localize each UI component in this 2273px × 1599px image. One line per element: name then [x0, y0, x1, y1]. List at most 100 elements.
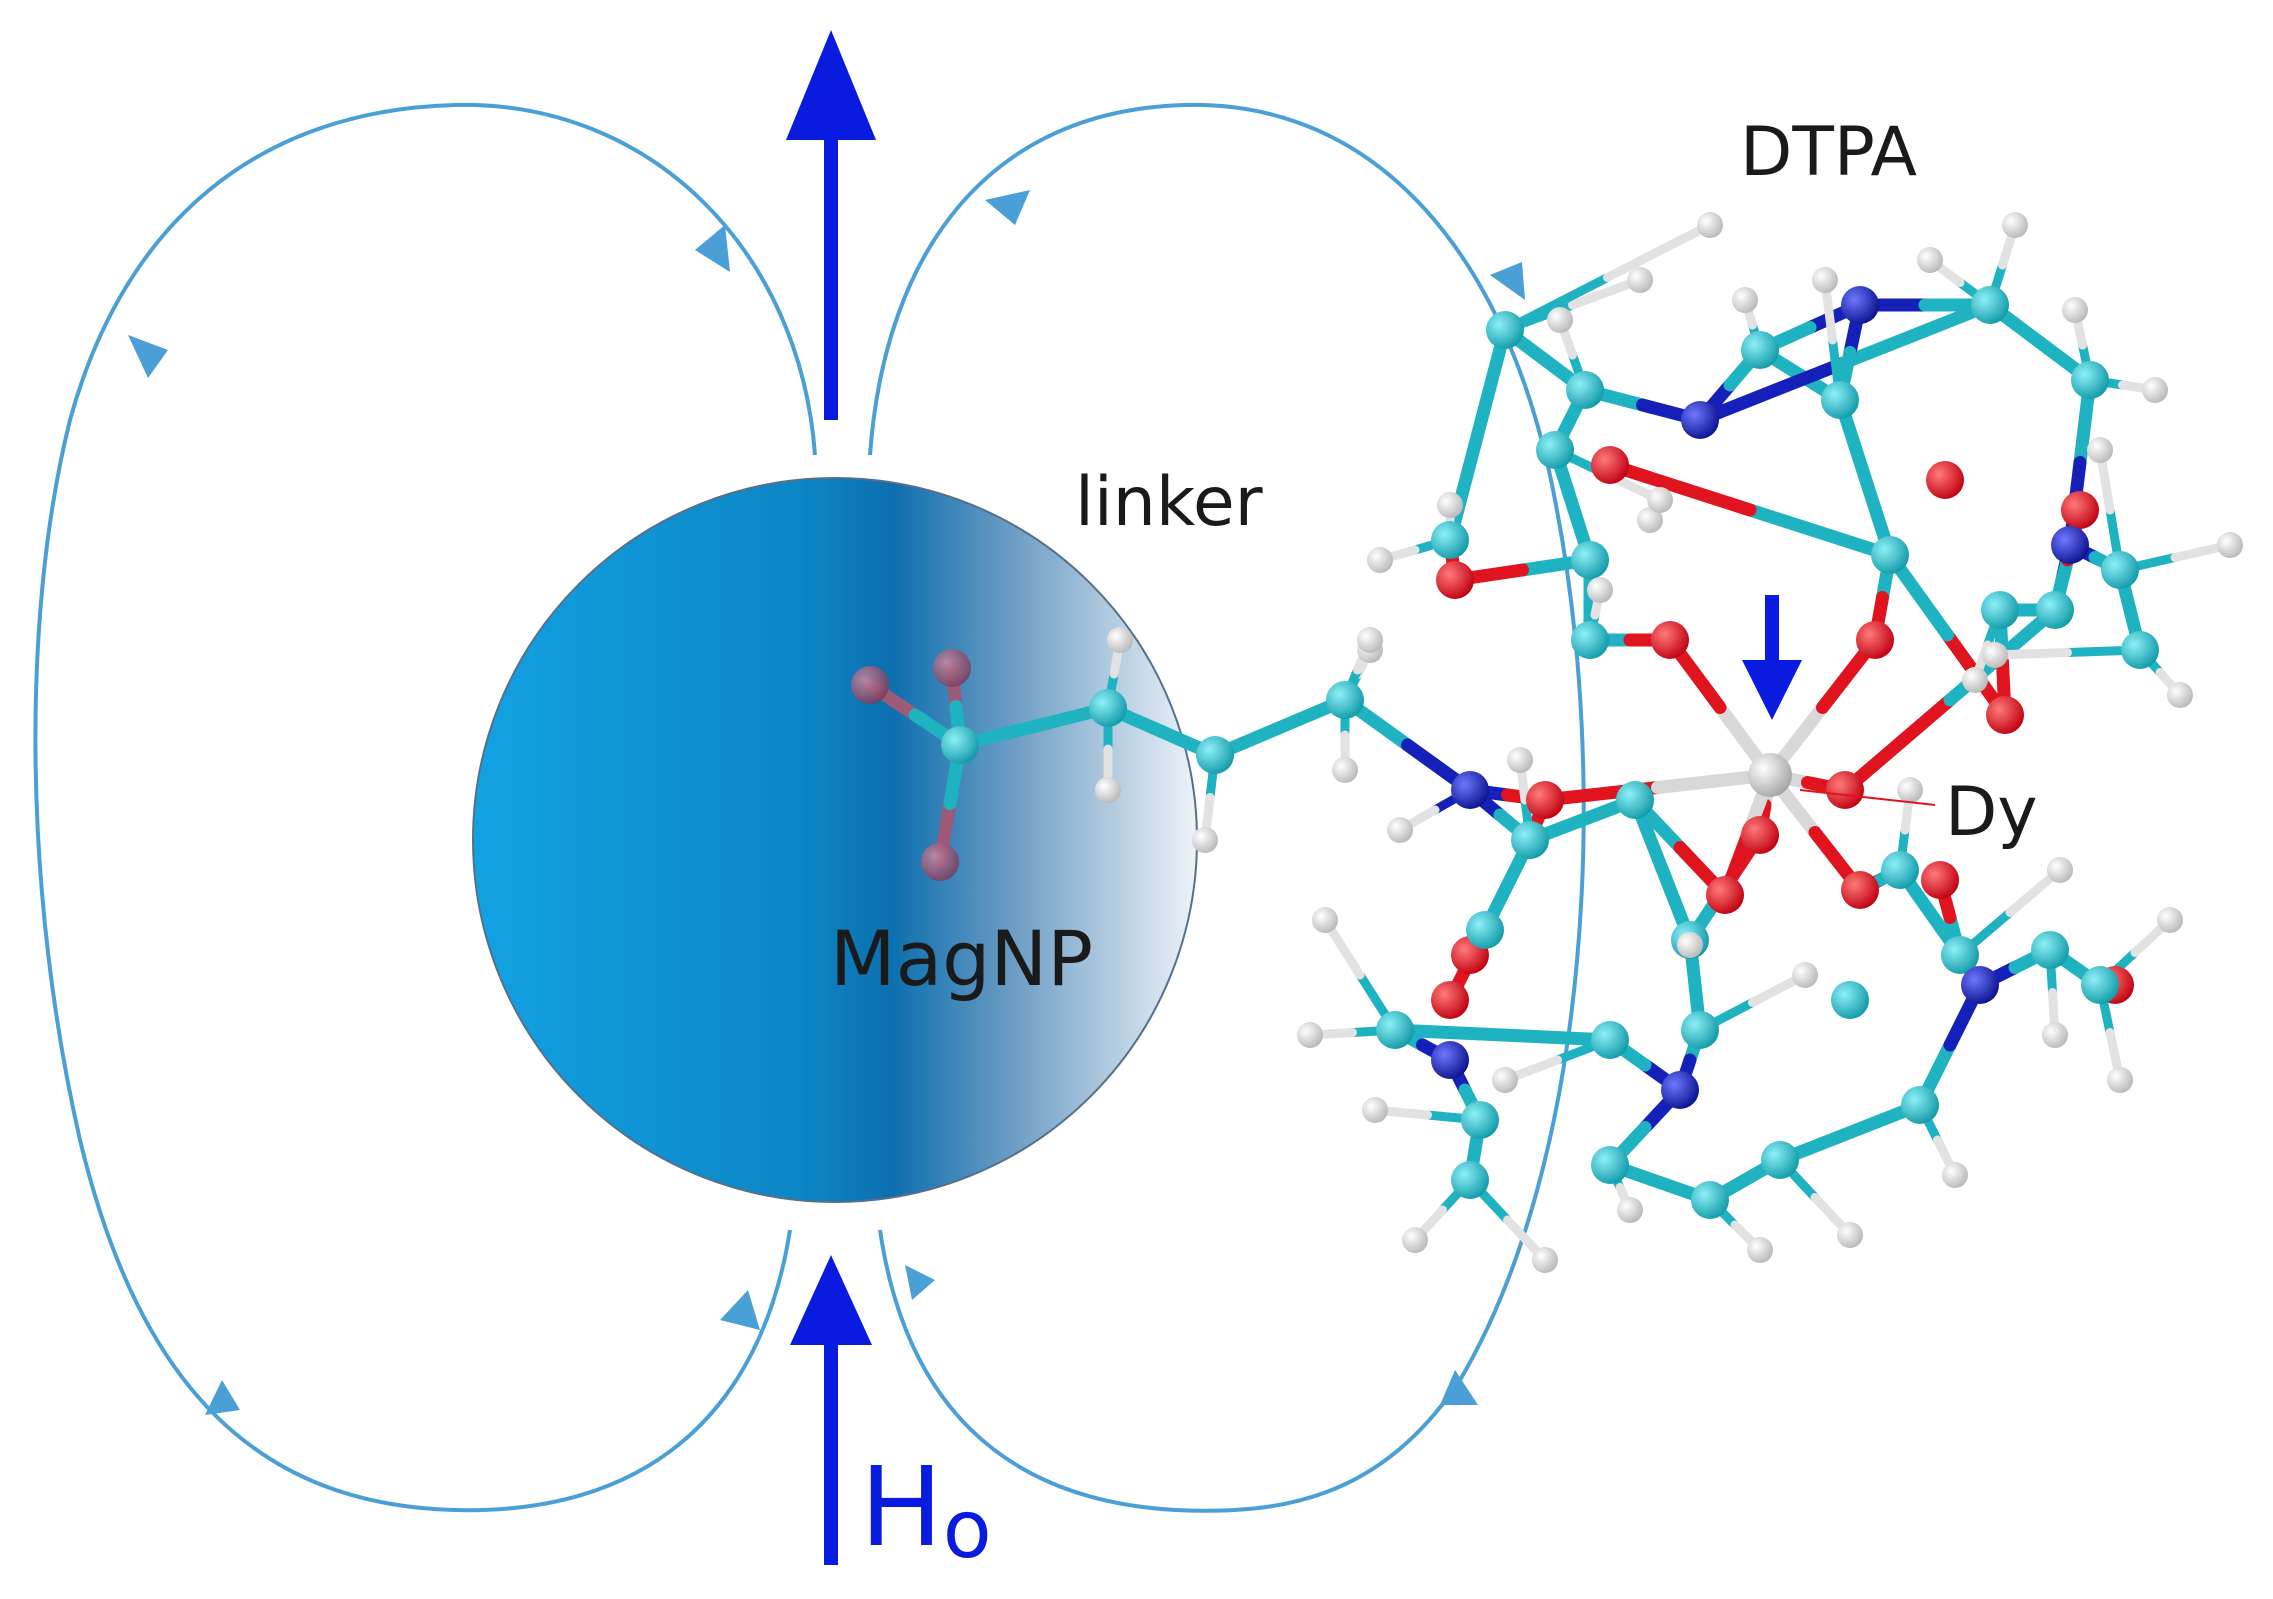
- hydrogen-atom: [2087, 437, 2113, 463]
- nitrogen-atom: [1841, 286, 1879, 324]
- hydrogen-atom: [2157, 907, 2183, 933]
- hydrogen-atom: [2217, 532, 2243, 558]
- bond: [1603, 458, 1757, 517]
- hydrogen-atom: [1367, 547, 1393, 573]
- carbon-atom: [1971, 286, 2009, 324]
- hydrogen-atom: [1637, 507, 1663, 533]
- oxygen-atom: [1431, 981, 1469, 1019]
- hydrogen-atom: [1917, 247, 1943, 273]
- hydrogen-atom: [2107, 1067, 2133, 1093]
- hydrogen-atom: [2042, 1022, 2068, 1048]
- field-arrowhead: [205, 1380, 240, 1415]
- dtpa-molecule: [851, 212, 2243, 1273]
- h0-label: Ho: [860, 1443, 992, 1576]
- carbon-atom: [2121, 631, 2159, 669]
- carbon-atom: [2036, 591, 2074, 629]
- carbon-atom: [1451, 1161, 1489, 1199]
- hydrogen-atom: [1897, 777, 1923, 803]
- hydrogen-atom: [2167, 682, 2193, 708]
- bond: [1743, 503, 1897, 562]
- hydrogen-atom: [1437, 492, 1463, 518]
- oxygen-atom: [1926, 461, 1964, 499]
- oxygen-atom: [1856, 621, 1894, 659]
- carbon-atom: [1196, 736, 1234, 774]
- carbon-atom: [1511, 821, 1549, 859]
- dysprosium-atom: [1748, 753, 1792, 797]
- field-arrowhead: [695, 225, 730, 272]
- down-arrow-icon: [1742, 595, 1802, 720]
- field-line-left: [33, 102, 817, 1513]
- carbon-atom: [1881, 851, 1919, 889]
- oxygen-atom: [1921, 861, 1959, 899]
- hydrogen-atom: [2047, 857, 2073, 883]
- up-arrow-icon: [790, 1255, 872, 1565]
- hydrogen-atom: [1587, 577, 1613, 603]
- linker-label: linker: [1075, 463, 1263, 542]
- carbon-atom: [1466, 911, 1504, 949]
- molecule-atoms: [851, 212, 2243, 1273]
- carbon-atom: [1089, 689, 1127, 727]
- oxygen-atom: [1826, 771, 1864, 809]
- carbon-atom: [2031, 931, 2069, 969]
- hydrogen-atom: [1697, 212, 1723, 238]
- hydrogen-atom: [1192, 827, 1218, 853]
- nitrogen-atom: [2051, 526, 2089, 564]
- oxygen-atom: [1986, 696, 2024, 734]
- magnetic-field-lines: [33, 102, 1586, 1513]
- carbon-atom: [1741, 331, 1779, 369]
- nitrogen-atom: [1681, 401, 1719, 439]
- hydrogen-atom: [1297, 1022, 1323, 1048]
- linker-anchor-atom: [851, 666, 889, 704]
- hydrogen-atom: [1332, 757, 1358, 783]
- hydrogen-atom: [1095, 777, 1121, 803]
- nitrogen-atom: [1451, 771, 1489, 809]
- external-field-arrows: [786, 30, 876, 1565]
- hydrogen-atom: [2062, 297, 2088, 323]
- carbon-atom: [1681, 1011, 1719, 1049]
- carbon-atom: [1376, 1011, 1414, 1049]
- hydrogen-atom: [1677, 932, 1703, 958]
- oxygen-atom: [1436, 561, 1474, 599]
- oxygen-atom: [1841, 871, 1879, 909]
- nitrogen-atom: [1431, 1041, 1469, 1079]
- carbon-atom: [1461, 1101, 1499, 1139]
- field-arrowhead: [720, 1290, 760, 1330]
- hydrogen-atom: [1357, 627, 1383, 653]
- hydrogen-atom: [1402, 1227, 1428, 1253]
- carbon-atom: [1566, 371, 1604, 409]
- field-arrowhead: [1490, 262, 1525, 300]
- carbon-atom: [1591, 1146, 1629, 1184]
- field-arrowhead: [128, 335, 168, 378]
- bond: [1500, 273, 1612, 335]
- carbon-atom: [1831, 981, 1869, 1019]
- carbon-atom: [1326, 681, 1364, 719]
- linker-anchor-atom: [933, 649, 971, 687]
- hydrogen-atom: [1837, 1222, 1863, 1248]
- up-arrow-icon: [786, 30, 876, 420]
- magnp-label: MagNP: [830, 914, 1093, 1003]
- magnetic-nanoparticle: [472, 477, 1198, 1203]
- hydrogen-atom: [1647, 487, 1673, 513]
- hydrogen-atom: [1492, 1067, 1518, 1093]
- hydrogen-atom: [1532, 1247, 1558, 1273]
- hydrogen-atom: [1362, 1097, 1388, 1123]
- carbon-atom: [1761, 1141, 1799, 1179]
- hydrogen-atom: [1962, 667, 1988, 693]
- hydrogen-atom: [1617, 1197, 1643, 1223]
- dy-pointer-line: [1799, 789, 1936, 806]
- carbon-atom: [1901, 1086, 1939, 1124]
- carbon-atom: [2101, 551, 2139, 589]
- hydrogen-atom: [1732, 287, 1758, 313]
- carbon-atom: [1871, 536, 1909, 574]
- dy-label: Dy: [1945, 773, 2038, 852]
- hydrogen-atom: [1747, 1237, 1773, 1263]
- hydrogen-atom: [1547, 307, 1573, 333]
- carbon-atom: [1536, 431, 1574, 469]
- bond: [1693, 356, 1852, 427]
- carbon-atom: [1486, 311, 1524, 349]
- hydrogen-atom: [1507, 747, 1533, 773]
- carbon-atom: [2081, 966, 2119, 1004]
- field-arrowhead: [1440, 1370, 1478, 1405]
